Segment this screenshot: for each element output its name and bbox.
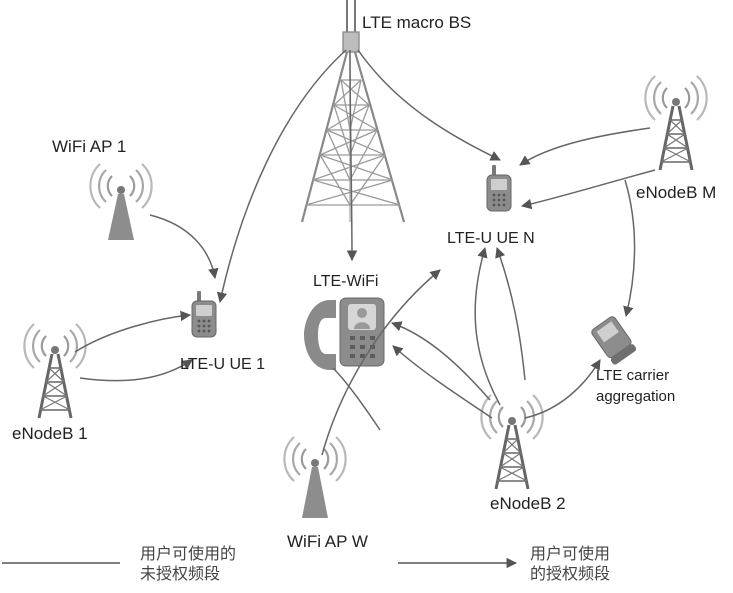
macro-bs-label: LTE macro BS <box>362 13 471 33</box>
ue-n-label: LTE-U UE N <box>447 230 535 248</box>
wifi-ap1-icon <box>90 164 151 240</box>
wifi-ap1-label: WiFi AP 1 <box>52 137 126 157</box>
licensed-legend-line2: 的授权频段 <box>530 564 610 584</box>
wifi-apw-icon <box>284 437 345 518</box>
enodeb-m-label: eNodeB M <box>636 183 716 203</box>
carrier-aggregation-phone-icon <box>590 315 637 365</box>
unlicensed-legend-text: 用户可使用的 未授权频段 <box>140 544 236 584</box>
licensed-legend-text: 用户可使用 的授权频段 <box>530 544 610 584</box>
lte-wifi-phone-icon <box>304 298 384 370</box>
macro-bs-tower-icon <box>302 0 404 222</box>
enodeb1-label: eNodeB 1 <box>12 424 88 444</box>
carrier-aggregation-line1: LTE carrier <box>596 365 675 386</box>
enodeb2-label: eNodeB 2 <box>490 494 566 514</box>
link-arrows <box>75 50 655 455</box>
licensed-legend-line1: 用户可使用 <box>530 544 610 564</box>
carrier-aggregation-line2: aggregation <box>596 386 675 407</box>
wifi-apw-label: WiFi AP W <box>287 532 368 552</box>
enodeb2-tower-icon <box>481 395 542 489</box>
enodeb1-tower-icon <box>24 324 85 418</box>
ue1-phone-icon <box>192 291 216 337</box>
carrier-aggregation-label: LTE carrier aggregation <box>596 365 675 407</box>
ue1-label: LTE-U UE 1 <box>180 356 265 374</box>
enodeb-m-tower-icon <box>645 76 706 170</box>
lte-wifi-label: LTE-WiFi <box>313 273 378 291</box>
ue-n-phone-icon <box>487 165 511 211</box>
unlicensed-legend-line2: 未授权频段 <box>140 564 236 584</box>
unlicensed-legend-line1: 用户可使用的 <box>140 544 236 564</box>
